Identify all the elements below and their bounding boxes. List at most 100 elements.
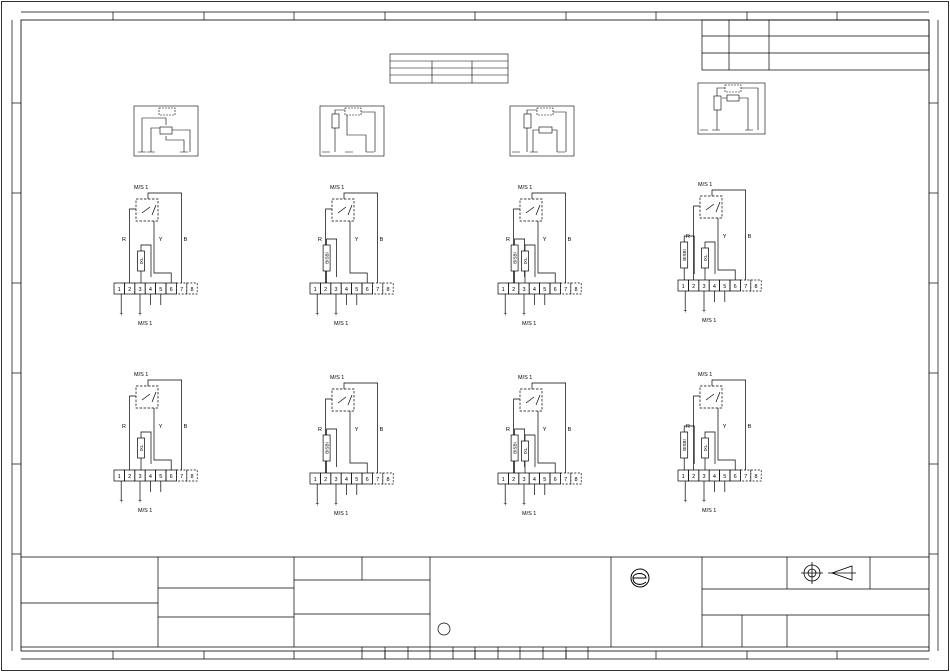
- terminal-label: 1: [314, 477, 317, 483]
- switch-box: [699, 385, 723, 409]
- terminal-label: 2: [128, 287, 131, 293]
- switch-contact-2: [715, 201, 721, 213]
- terminal-label: 6: [170, 287, 173, 293]
- terminal-label: 4: [713, 284, 716, 290]
- terminal-8: [186, 469, 198, 482]
- circuit-bottom-label: M/S 1: [334, 511, 348, 517]
- component-return: [140, 244, 152, 277]
- component-return: [524, 434, 536, 467]
- wire-label-y: Y: [723, 424, 727, 430]
- terminal-label: 5: [723, 474, 726, 480]
- circuit-top-label: M/S 1: [698, 182, 712, 188]
- wire-label-y: Y: [543, 427, 547, 433]
- switch-box: [331, 388, 355, 412]
- switch-contact: [141, 393, 151, 401]
- component-label: BISBI: [682, 249, 687, 261]
- circuit-bottom-label: M/S 1: [522, 511, 536, 517]
- terminal-8: [750, 279, 762, 292]
- terminal-label: 2: [512, 287, 515, 293]
- plus-mark: +: [334, 502, 338, 508]
- terminal-label: 8: [386, 477, 389, 483]
- wire-r: [693, 205, 700, 280]
- plus-mark: +: [119, 499, 123, 505]
- wire-r: [129, 395, 136, 470]
- terminal-label: 3: [522, 477, 525, 483]
- component-label: IXL: [523, 447, 528, 454]
- plus-mark: +: [702, 309, 706, 315]
- terminal-label: 4: [345, 287, 348, 293]
- terminal-label: 5: [355, 287, 358, 293]
- terminal-label: 6: [734, 474, 737, 480]
- wire-label-y: Y: [355, 427, 359, 433]
- terminal-label: 2: [692, 284, 695, 290]
- circuit-top-label: M/S 1: [330, 375, 344, 381]
- switch-contact-2: [535, 204, 541, 216]
- wire-label-r: R: [686, 424, 690, 430]
- terminal-label: 6: [554, 287, 557, 293]
- terminal-label: 7: [744, 474, 747, 480]
- terminal-label: 4: [713, 474, 716, 480]
- wire-label-b: B: [380, 427, 384, 433]
- detail-thumbnails: [133, 82, 766, 157]
- plus-mark: +: [702, 499, 706, 505]
- terminal-label: 1: [682, 284, 685, 290]
- terminal-label: 4: [345, 477, 348, 483]
- terminal-label: 7: [564, 477, 567, 483]
- switch-box: [331, 198, 355, 222]
- switch-contact: [705, 393, 715, 401]
- wire-label-y: Y: [355, 237, 359, 243]
- terminal-label: 5: [355, 477, 358, 483]
- terminal-label: 8: [574, 287, 577, 293]
- terminal-label: 4: [149, 287, 152, 293]
- terminal-label: 8: [190, 474, 193, 480]
- wire-y: [153, 408, 172, 470]
- terminal-8: [186, 282, 198, 295]
- terminal-label: 3: [138, 474, 141, 480]
- wire-b: [343, 192, 378, 283]
- terminal-label: 6: [366, 287, 369, 293]
- wire-label-y: Y: [159, 424, 163, 430]
- circuit-bottom-label: M/S 1: [522, 321, 536, 327]
- wire-label-b: B: [748, 234, 752, 240]
- plus-mark: +: [503, 502, 507, 508]
- wire-b: [147, 379, 182, 470]
- terminal-label: 7: [376, 287, 379, 293]
- circuit-bottom-label: M/S 1: [138, 321, 152, 327]
- wire-y: [349, 411, 368, 473]
- component-label: IXL: [703, 444, 708, 451]
- terminal-label: 7: [180, 287, 183, 293]
- component-return: [140, 431, 152, 464]
- switch-contact: [525, 206, 535, 214]
- wire-label-b: B: [184, 237, 188, 243]
- thumbnail-4: [697, 82, 766, 135]
- terminal-label: 1: [502, 477, 505, 483]
- terminal-label: 2: [692, 474, 695, 480]
- terminal-label: 3: [522, 287, 525, 293]
- wire-b: [711, 379, 746, 470]
- switch-box: [699, 195, 723, 219]
- plus-mark: +: [683, 499, 687, 505]
- plus-mark: +: [683, 309, 687, 315]
- switch-box: [135, 385, 159, 409]
- terminal-label: 2: [324, 287, 327, 293]
- switch-contact: [337, 206, 347, 214]
- terminal-label: 3: [334, 477, 337, 483]
- terminal-label: 5: [543, 477, 546, 483]
- terminal-label: 6: [366, 477, 369, 483]
- switch-contact: [705, 203, 715, 211]
- terminal-label: 5: [159, 287, 162, 293]
- wire-y: [717, 408, 736, 470]
- component-label: BISBI: [513, 252, 518, 264]
- circuit-top-label: M/S 1: [330, 185, 344, 191]
- switch-contact-2: [151, 204, 157, 216]
- terminal-label: 7: [564, 287, 567, 293]
- switch-contact-2: [347, 204, 353, 216]
- terminal-8: [382, 282, 394, 295]
- terminal-label: 8: [754, 284, 757, 290]
- wire-label-r: R: [318, 427, 322, 433]
- terminal-label: 5: [723, 284, 726, 290]
